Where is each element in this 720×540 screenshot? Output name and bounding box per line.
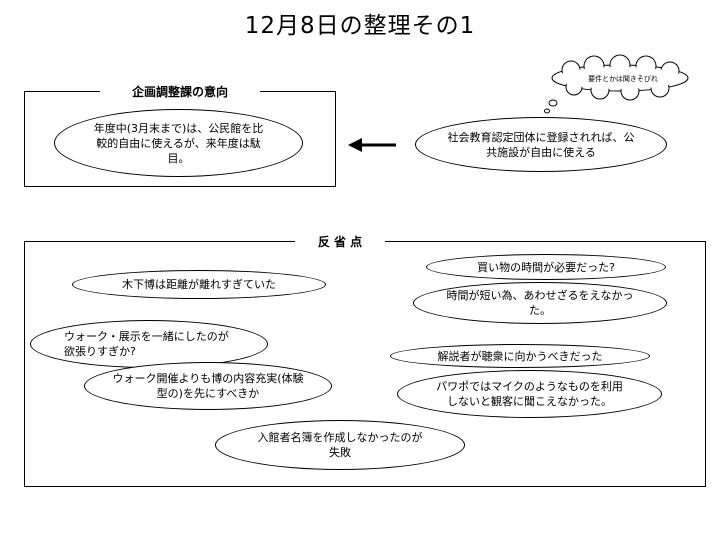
right-ellipse: 社会教育認定団体に登録されれば、公共施設が自由に使える	[415, 117, 667, 172]
list-item-microphone: パワポではマイクのようなものを利用しないと観客に聞こえなかった。	[397, 370, 662, 418]
list-item-shopping-time: 買い物の時間が必要だった?	[426, 254, 666, 280]
bottom-box-label: 反 省 点	[295, 233, 385, 250]
list-item-walk-priority: ウォーク開催よりも博の内容充実(体験型の)を先にすべきか	[84, 362, 332, 410]
thought-cloud-text: 要件とかは聞きそびれ	[588, 75, 658, 83]
list-item-visitor-list: 入館者名簿を作成しなかったのが失敗	[215, 420, 465, 470]
top-box-label: 企画調整課の意向	[100, 83, 260, 100]
thought-cloud-icon	[544, 54, 689, 114]
list-item-walk-exhibit: ウォーク・展示を一緒にしたのが欲張りすぎか?	[30, 320, 268, 368]
top-box-ellipse: 年度中(3月末まで)は、公民館を比較的自由に使えるが、来年度は駄目。	[54, 109, 303, 177]
list-item-distance: 木下博は距離が離れすぎていた	[72, 270, 326, 299]
list-item-presenter: 解説者が聴衆に向かうべきだった	[390, 344, 650, 368]
list-item-short-time: 時間が短い為、あわせざるをえなかった。	[413, 282, 667, 324]
page-title: 12月8日の整理その1	[244, 13, 476, 39]
